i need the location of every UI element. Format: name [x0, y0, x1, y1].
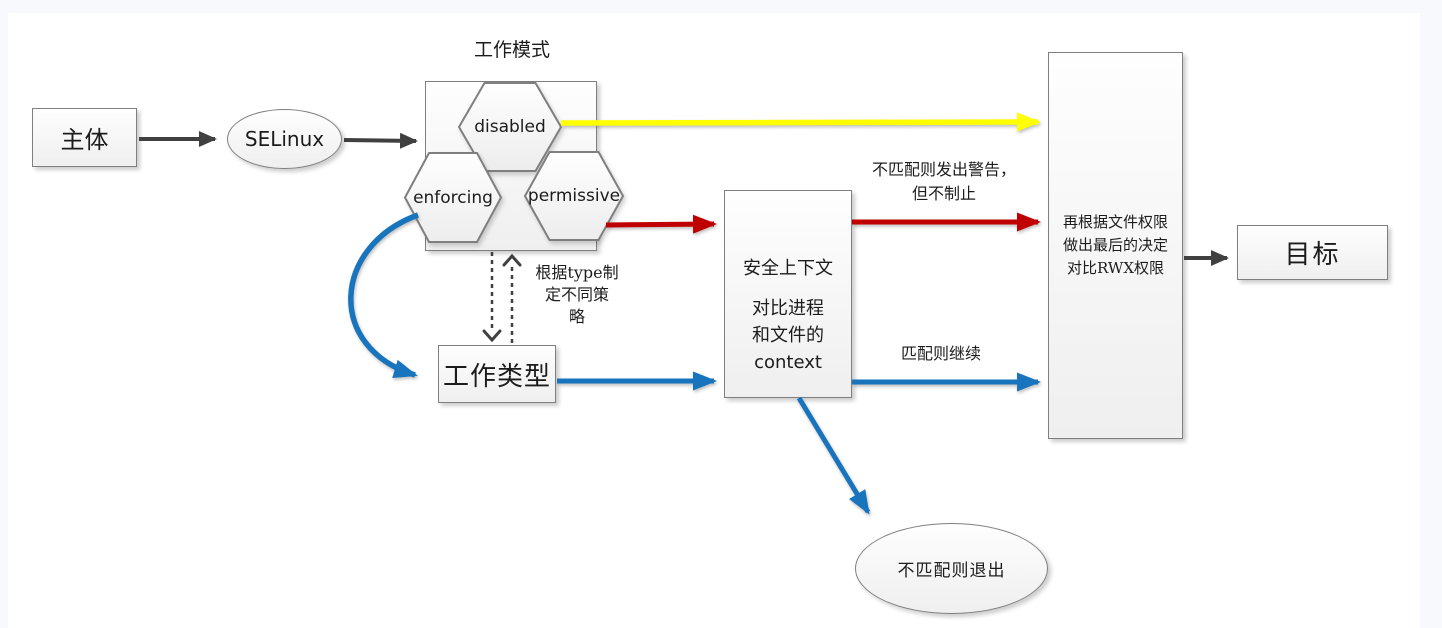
hexagon-enforcing [403, 152, 503, 243]
subject-box: 主体 [32, 108, 137, 167]
arrow-enforcing-to-worktype [348, 212, 419, 378]
work-mode-title: 工作模式 [473, 39, 550, 61]
selinux-ellipse: SELinux [227, 109, 342, 169]
final-decision-box: 再根据文件权限 做出最后的决定 对比RWX权限 [1048, 52, 1183, 439]
frame-left [0, 0, 8, 628]
hexagon-permissive [523, 151, 625, 241]
arrow-disabled-to-final [560, 112, 1041, 132]
warn-label: 不匹配则发出警告， 但不制止 [850, 158, 1038, 206]
hexagon-disabled-label: disabled [474, 117, 546, 137]
match-label: 匹配则继续 [900, 344, 981, 363]
final-decision-line2: 做出最后的决定 [1062, 236, 1168, 254]
exit-ellipse: 不匹配则退出 [855, 523, 1048, 614]
final-decision-line1: 再根据文件权限 [1062, 213, 1168, 231]
arrow-selinux-to-workmode [343, 132, 418, 149]
arrow-security-to-exit [796, 396, 871, 515]
hexagon-permissive-label: permissive [527, 186, 621, 206]
work-type-label: 工作类型 [442, 361, 551, 392]
frame-right [1420, 0, 1442, 628]
policy-label-line1: 根据type制 [535, 263, 619, 282]
warn-label-line1: 不匹配则发出警告， [871, 160, 1016, 179]
target-label: 目标 [1284, 240, 1341, 270]
chevron-up-icon [502, 253, 522, 267]
security-context-box: 安全上下文 对比进程 和文件的 context [724, 190, 852, 398]
target-box: 目标 [1237, 225, 1388, 280]
exit-label: 不匹配则退出 [897, 561, 1006, 581]
final-decision-line3: 对比RWX权限 [1066, 259, 1165, 277]
security-context-line2: 对比进程 [752, 298, 824, 319]
policy-label-line3: 略 [568, 307, 585, 326]
security-context-line1: 安全上下文 [743, 258, 833, 279]
policy-label: 根据type制 定不同策 略 [514, 262, 640, 328]
policy-label-line2: 定不同策 [544, 285, 609, 304]
subject-label: 主体 [60, 126, 109, 154]
frame-top [0, 0, 1442, 13]
work-type-box: 工作类型 [438, 345, 556, 403]
chevron-down-icon [482, 329, 502, 343]
hexagon-enforcing-label: enforcing [413, 187, 493, 208]
security-context-line4: context [754, 352, 822, 373]
warn-label-line2: 但不制止 [911, 184, 976, 203]
security-context-line3: 和文件的 [752, 325, 824, 346]
selinux-label: SELinux [244, 127, 325, 151]
final-decision-text: 再根据文件权限 做出最后的决定 对比RWX权限 [1049, 211, 1182, 280]
arrow-permissive-to-security [605, 214, 717, 234]
